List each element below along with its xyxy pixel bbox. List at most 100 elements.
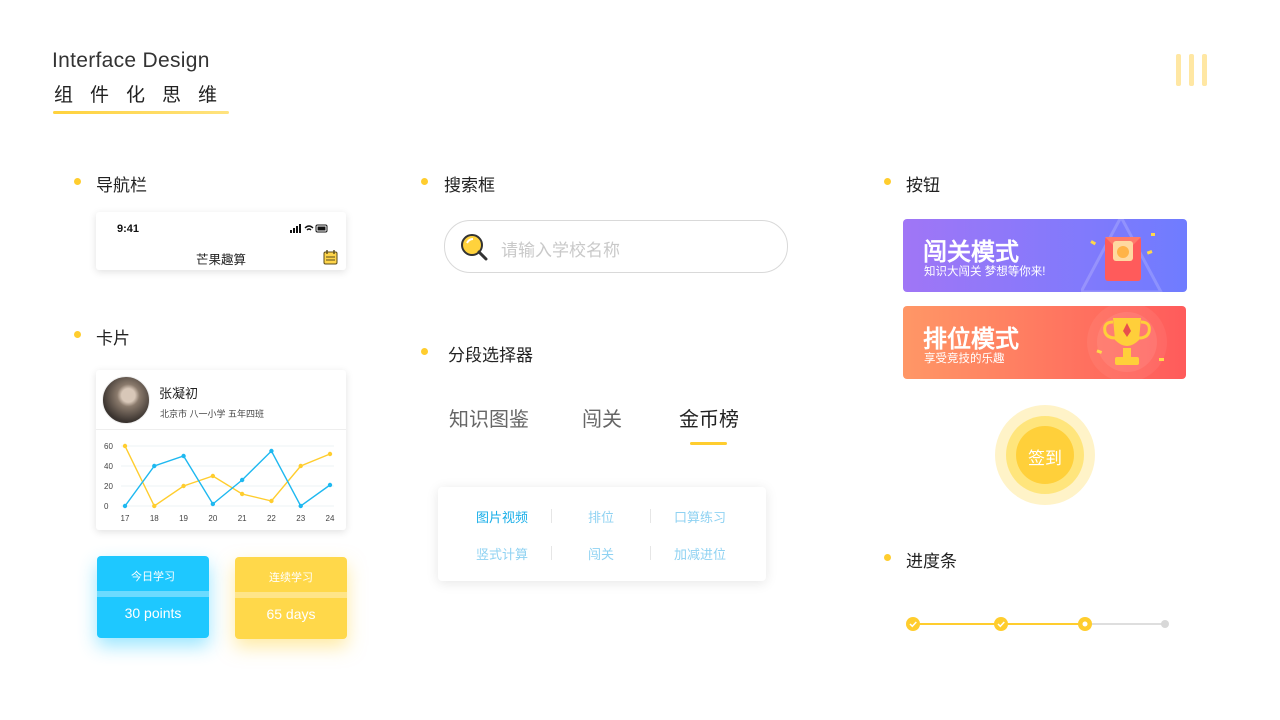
navbar-preview: 9:41 芒果趣算 xyxy=(96,212,346,270)
signin-button[interactable] xyxy=(1016,426,1074,484)
grid-item[interactable]: 排位 xyxy=(587,510,614,525)
y-tick-label: 60 xyxy=(104,442,113,451)
decor-bar xyxy=(1189,54,1194,86)
progress-step-current xyxy=(1078,617,1092,631)
status-icons xyxy=(290,224,328,233)
stat-value: 65 days xyxy=(266,606,316,622)
section-bullet xyxy=(421,348,428,355)
grid-separator xyxy=(551,509,552,523)
data-point xyxy=(298,463,303,469)
section-title-progress: 进度条 xyxy=(906,552,957,571)
data-point xyxy=(327,482,333,488)
data-point xyxy=(327,451,333,457)
ranking-mode-button[interactable]: 排位模式 享受竞技的乐趣 xyxy=(903,306,1186,379)
stat-today[interactable]: 今日学习 30 points xyxy=(97,556,209,638)
stat-strip xyxy=(235,592,347,598)
header-title-cn: 组件化思维 xyxy=(54,85,235,106)
grid-item[interactable]: 加减进位 xyxy=(673,547,726,562)
divider xyxy=(96,429,346,430)
grid-separator xyxy=(650,546,651,560)
data-point xyxy=(269,448,274,454)
x-tick-label: 24 xyxy=(326,514,335,523)
progress-step-pending xyxy=(1161,620,1169,628)
card-name: 张凝初 xyxy=(159,386,199,401)
header-underline xyxy=(53,111,229,114)
stat-strip xyxy=(97,591,209,597)
stat-label: 今日学习 xyxy=(131,571,175,583)
tab-knowledge[interactable]: 知识图鉴 xyxy=(449,409,529,431)
stat-streak[interactable]: 连续学习 65 days xyxy=(235,557,347,639)
section-title-buttons: 按钮 xyxy=(906,176,940,195)
progress-track-remaining xyxy=(1085,623,1165,625)
y-tick-label: 40 xyxy=(104,462,113,471)
progress-step-done xyxy=(994,617,1008,631)
y-tick-label: 20 xyxy=(104,482,113,491)
check-icon xyxy=(909,621,917,628)
data-point xyxy=(181,453,186,459)
red-envelope-icon xyxy=(1081,219,1163,292)
x-tick-label: 23 xyxy=(296,514,305,523)
data-point xyxy=(122,503,128,509)
header-title-en: Interface Design xyxy=(52,49,210,72)
series-line xyxy=(124,445,331,508)
category-grid: 图片视频 排位 口算练习 竖式计算 闯关 加减进位 xyxy=(438,487,766,581)
grid-item[interactable]: 口算练习 xyxy=(673,510,726,525)
section-bullet xyxy=(74,331,81,338)
section-title-navbar: 导航栏 xyxy=(96,176,147,195)
button-title: 排位模式 xyxy=(923,326,1019,353)
section-title-segmented: 分段选择器 xyxy=(448,346,533,365)
grid-item[interactable]: 闯关 xyxy=(587,547,614,562)
signin-label[interactable]: 签到 xyxy=(1028,449,1062,468)
data-point xyxy=(210,501,216,507)
search-input[interactable]: 请输入学校名称 xyxy=(501,241,620,260)
card-subtitle: 北京市 八一小学 五年四班 xyxy=(160,409,265,419)
search-icon xyxy=(461,234,488,261)
progress-step-done xyxy=(906,617,920,631)
trophy-icon xyxy=(1087,306,1167,379)
data-point xyxy=(210,473,216,479)
data-point xyxy=(298,503,303,509)
x-tick-label: 19 xyxy=(179,514,188,523)
series-line xyxy=(124,449,331,508)
section-bullet xyxy=(74,178,81,185)
data-point xyxy=(152,463,157,469)
check-icon xyxy=(997,621,1005,628)
calendar-icon[interactable] xyxy=(323,249,339,265)
grid-separator xyxy=(551,546,552,560)
decor-bar xyxy=(1202,54,1207,86)
tab-challenge[interactable]: 闯关 xyxy=(582,409,622,431)
challenge-mode-button[interactable]: 闯关模式 知识大闯关 梦想等你来! xyxy=(903,219,1187,292)
data-point xyxy=(239,491,245,497)
x-tick-label: 20 xyxy=(208,514,217,523)
section-title-search: 搜索框 xyxy=(444,176,495,195)
data-point xyxy=(122,443,128,449)
decor-bar xyxy=(1176,54,1181,86)
data-point xyxy=(239,477,245,483)
grid-item[interactable]: 图片视频 xyxy=(475,510,528,525)
data-point xyxy=(181,483,186,489)
stat-label: 连续学习 xyxy=(269,572,313,584)
section-bullet xyxy=(884,178,891,185)
navbar-title: 芒果趣算 xyxy=(195,253,246,267)
x-tick-label: 18 xyxy=(150,514,159,523)
section-title-card: 卡片 xyxy=(96,329,130,348)
dot-icon xyxy=(1082,621,1088,627)
data-point xyxy=(152,503,157,509)
grid-item[interactable]: 竖式计算 xyxy=(475,547,528,562)
button-title: 闯关模式 xyxy=(923,239,1019,266)
stat-value: 30 points xyxy=(124,605,182,621)
y-tick-label: 0 xyxy=(104,502,109,511)
grid-separator xyxy=(650,509,651,523)
x-tick-label: 21 xyxy=(238,514,247,523)
section-bullet xyxy=(421,178,428,185)
avatar xyxy=(102,376,150,424)
button-subtitle: 知识大闯关 梦想等你来! xyxy=(924,266,1046,278)
data-point xyxy=(269,498,274,504)
search-box[interactable]: 请输入学校名称 xyxy=(444,220,788,273)
x-tick-label: 22 xyxy=(267,514,276,523)
button-subtitle: 享受竞技的乐趣 xyxy=(924,353,1005,365)
tab-coin-ranking[interactable]: 金币榜 xyxy=(679,409,739,431)
status-time: 9:41 xyxy=(117,223,140,235)
